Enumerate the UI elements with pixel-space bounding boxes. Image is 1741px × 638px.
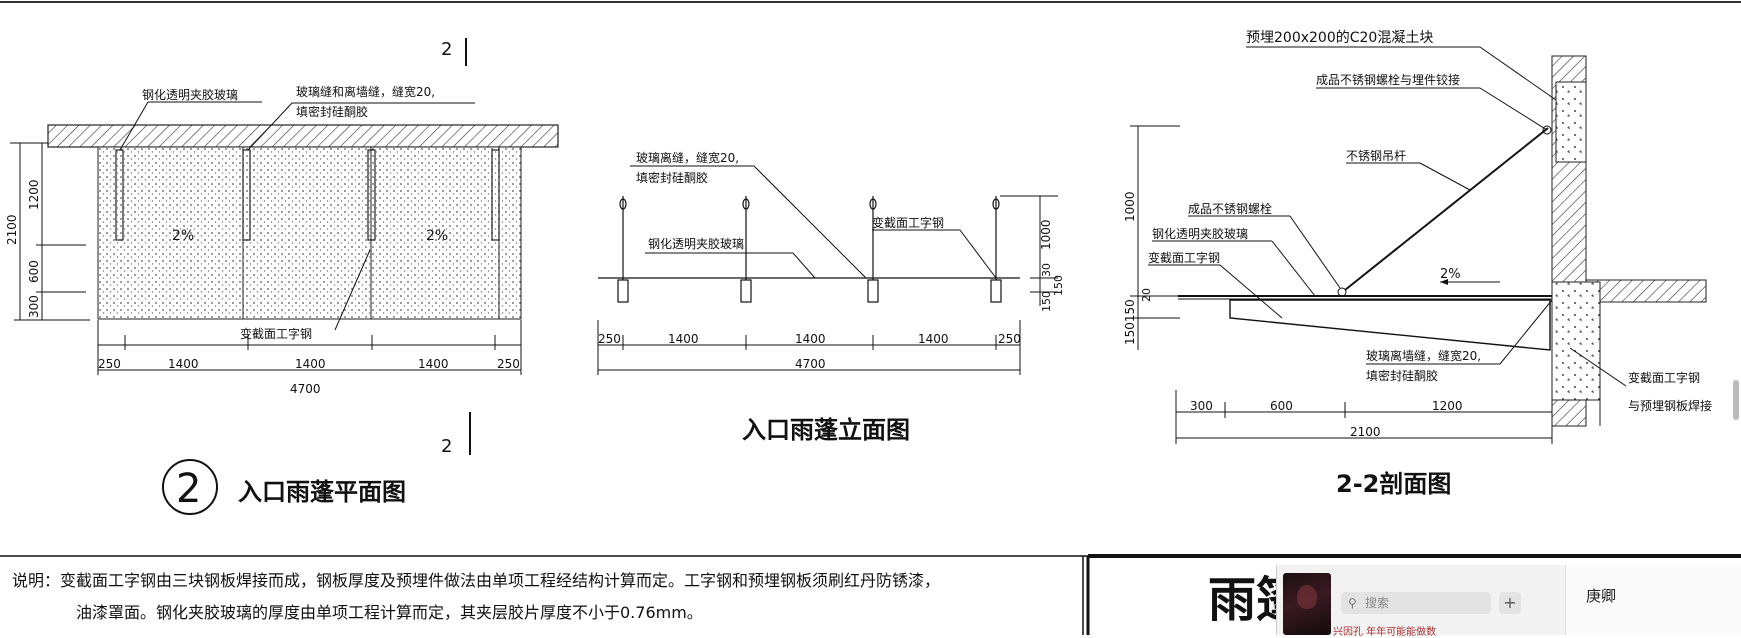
plan-title: 入口雨蓬平面图 — [238, 478, 406, 506]
notes-line-1: 说明：变截面工字钢由三块钢板焊接而成，钢板厚度及预埋件做法由单项工程经结构计算而… — [12, 571, 940, 590]
section-dim-total: 2100 — [1350, 425, 1381, 439]
section-gap-label-1: 玻璃离墙缝，缝宽20, — [1366, 348, 1481, 363]
plan-glass-label: 钢化透明夹胶玻璃 — [142, 87, 238, 102]
section-rod-label: 不锈钢吊杆 — [1346, 149, 1406, 163]
section-dim-bottom-2: 600 — [1270, 399, 1293, 413]
elev-gap-label-1: 玻璃离缝，缝宽20, — [636, 150, 739, 165]
plan-gap-label-1: 玻璃缝和离墙缝，缝宽20, — [296, 84, 435, 99]
contact-name: 庚卿 — [1586, 587, 1617, 605]
scrollbar-thumb[interactable] — [1733, 380, 1739, 420]
drawing-number: 2 — [176, 466, 201, 512]
plan-beam-label: 变截面工字钢 — [240, 326, 312, 341]
elev-dim-right-4: 150 — [1052, 275, 1065, 296]
slope-label-left: 2% — [172, 228, 194, 244]
section-block-label: 预埋200x200的C20混凝土块 — [1246, 30, 1433, 46]
drawing-number-circle — [162, 459, 218, 515]
slab-column — [1551, 281, 1601, 401]
section-beam-weld-label-2: 与预埋钢板焊接 — [1628, 398, 1712, 413]
search-icon: ⚲ — [1348, 596, 1357, 610]
section-dim-left-2: 20 — [1140, 288, 1153, 302]
section-beam-weld-label-1: 变截面工字钢 — [1628, 370, 1700, 385]
elev-dim-bottom-4: 1400 — [918, 332, 949, 346]
add-button[interactable]: + — [1499, 592, 1521, 614]
plan-dim-bottom-2: 1400 — [168, 357, 199, 371]
glass-panel-4 — [498, 146, 522, 320]
glass-panel-2 — [242, 146, 372, 320]
elev-dim-right-1: 1000 — [1039, 219, 1053, 250]
section-dim-left-1: 1000 — [1123, 191, 1137, 222]
section-mark-top: 2 — [441, 39, 452, 60]
elev-dim-bottom-1: 250 — [598, 332, 621, 346]
section-dim-bottom-3: 1200 — [1432, 399, 1463, 413]
plan-dim-bottom-3: 1400 — [295, 357, 326, 371]
elev-gap-label-2: 填密封硅酮胶 — [636, 170, 708, 185]
glass-panel-1 — [97, 146, 244, 320]
section-slope-label: 2% — [1440, 267, 1461, 282]
slope-label-right: 2% — [426, 228, 448, 244]
section-title: 2-2剖面图 — [1336, 470, 1451, 498]
notes-line-2: 油漆罩面。钢化夹胶玻璃的厚度由单项工程计算而定，其夹层胶片厚度不小于0.76mm… — [76, 603, 703, 622]
elev-beam-label: 变截面工字钢 — [872, 215, 944, 230]
section-glass-label: 钢化透明夹胶玻璃 — [1152, 226, 1248, 241]
elev-dim-bottom-2: 1400 — [668, 332, 699, 346]
plan-dim-left-1: 300 — [27, 295, 41, 318]
section-bolt-label: 成品不锈钢螺栓 — [1188, 201, 1272, 216]
chat-overlay: ⚲ 搜索 + 兴因孔 年年可能能做数 庚卿 — [1276, 565, 1741, 638]
search-placeholder: 搜索 — [1365, 596, 1390, 610]
plan-dim-bottom-5: 250 — [497, 357, 520, 371]
contact-pane: 庚卿 — [1565, 565, 1741, 635]
plan-gap-label-2: 填密封硅酮胶 — [296, 104, 368, 119]
glass-panel-3 — [370, 146, 500, 320]
section-mark-bottom: 2 — [441, 436, 452, 457]
plan-dim-bottom-1: 250 — [98, 357, 121, 371]
section-dim-bottom-1: 300 — [1190, 399, 1213, 413]
wall-band — [47, 124, 559, 148]
elev-glass-label: 钢化透明夹胶玻璃 — [648, 236, 744, 251]
elev-dim-bottom-5: 250 — [998, 332, 1021, 346]
elev-dim-bottom-3: 1400 — [795, 332, 826, 346]
elevation-view: 玻璃离缝，缝宽20, 填密封硅酮胶 钢化透明夹胶玻璃 变截面工字钢 1000 3… — [597, 150, 1065, 444]
section-gap-label-2: 填密封硅酮胶 — [1366, 368, 1438, 383]
section-beam-label: 变截面工字钢 — [1148, 250, 1220, 265]
elev-dim-total: 4700 — [795, 357, 826, 371]
plan-dim-total-vertical: 2100 — [5, 214, 19, 245]
plan-dim-total: 4700 — [290, 382, 321, 396]
section-bolt-top-label: 成品不锈钢螺栓与埋件铰接 — [1316, 72, 1460, 87]
search-input[interactable]: ⚲ 搜索 — [1341, 592, 1491, 614]
plan-dim-left-3: 1200 — [27, 179, 41, 210]
avatar[interactable] — [1283, 573, 1331, 635]
elevation-title: 入口雨蓬立面图 — [742, 416, 910, 444]
concrete-block — [1555, 81, 1587, 163]
section-dim-left-3: 150150 — [1123, 299, 1137, 345]
plan-dim-left-2: 600 — [27, 260, 41, 283]
section-view: 2% 预埋200x200的C20混凝土块 成品不锈钢螺栓与埋件铰接 不锈钢吊杆 … — [1123, 30, 1712, 498]
plan-dim-bottom-4: 1400 — [418, 357, 449, 371]
slab — [1585, 279, 1707, 303]
chat-list-item-preview[interactable]: 兴因孔 年年可能能做数 — [1333, 627, 1437, 638]
elev-dim-right-3: 150 — [1040, 291, 1053, 312]
elev-dim-right-2: 30 — [1040, 263, 1053, 277]
plan-view: 2 2% 2% 钢化透明夹胶玻璃 玻璃缝和离墙缝，缝宽20, 填密封硅酮胶 变截… — [5, 38, 559, 515]
